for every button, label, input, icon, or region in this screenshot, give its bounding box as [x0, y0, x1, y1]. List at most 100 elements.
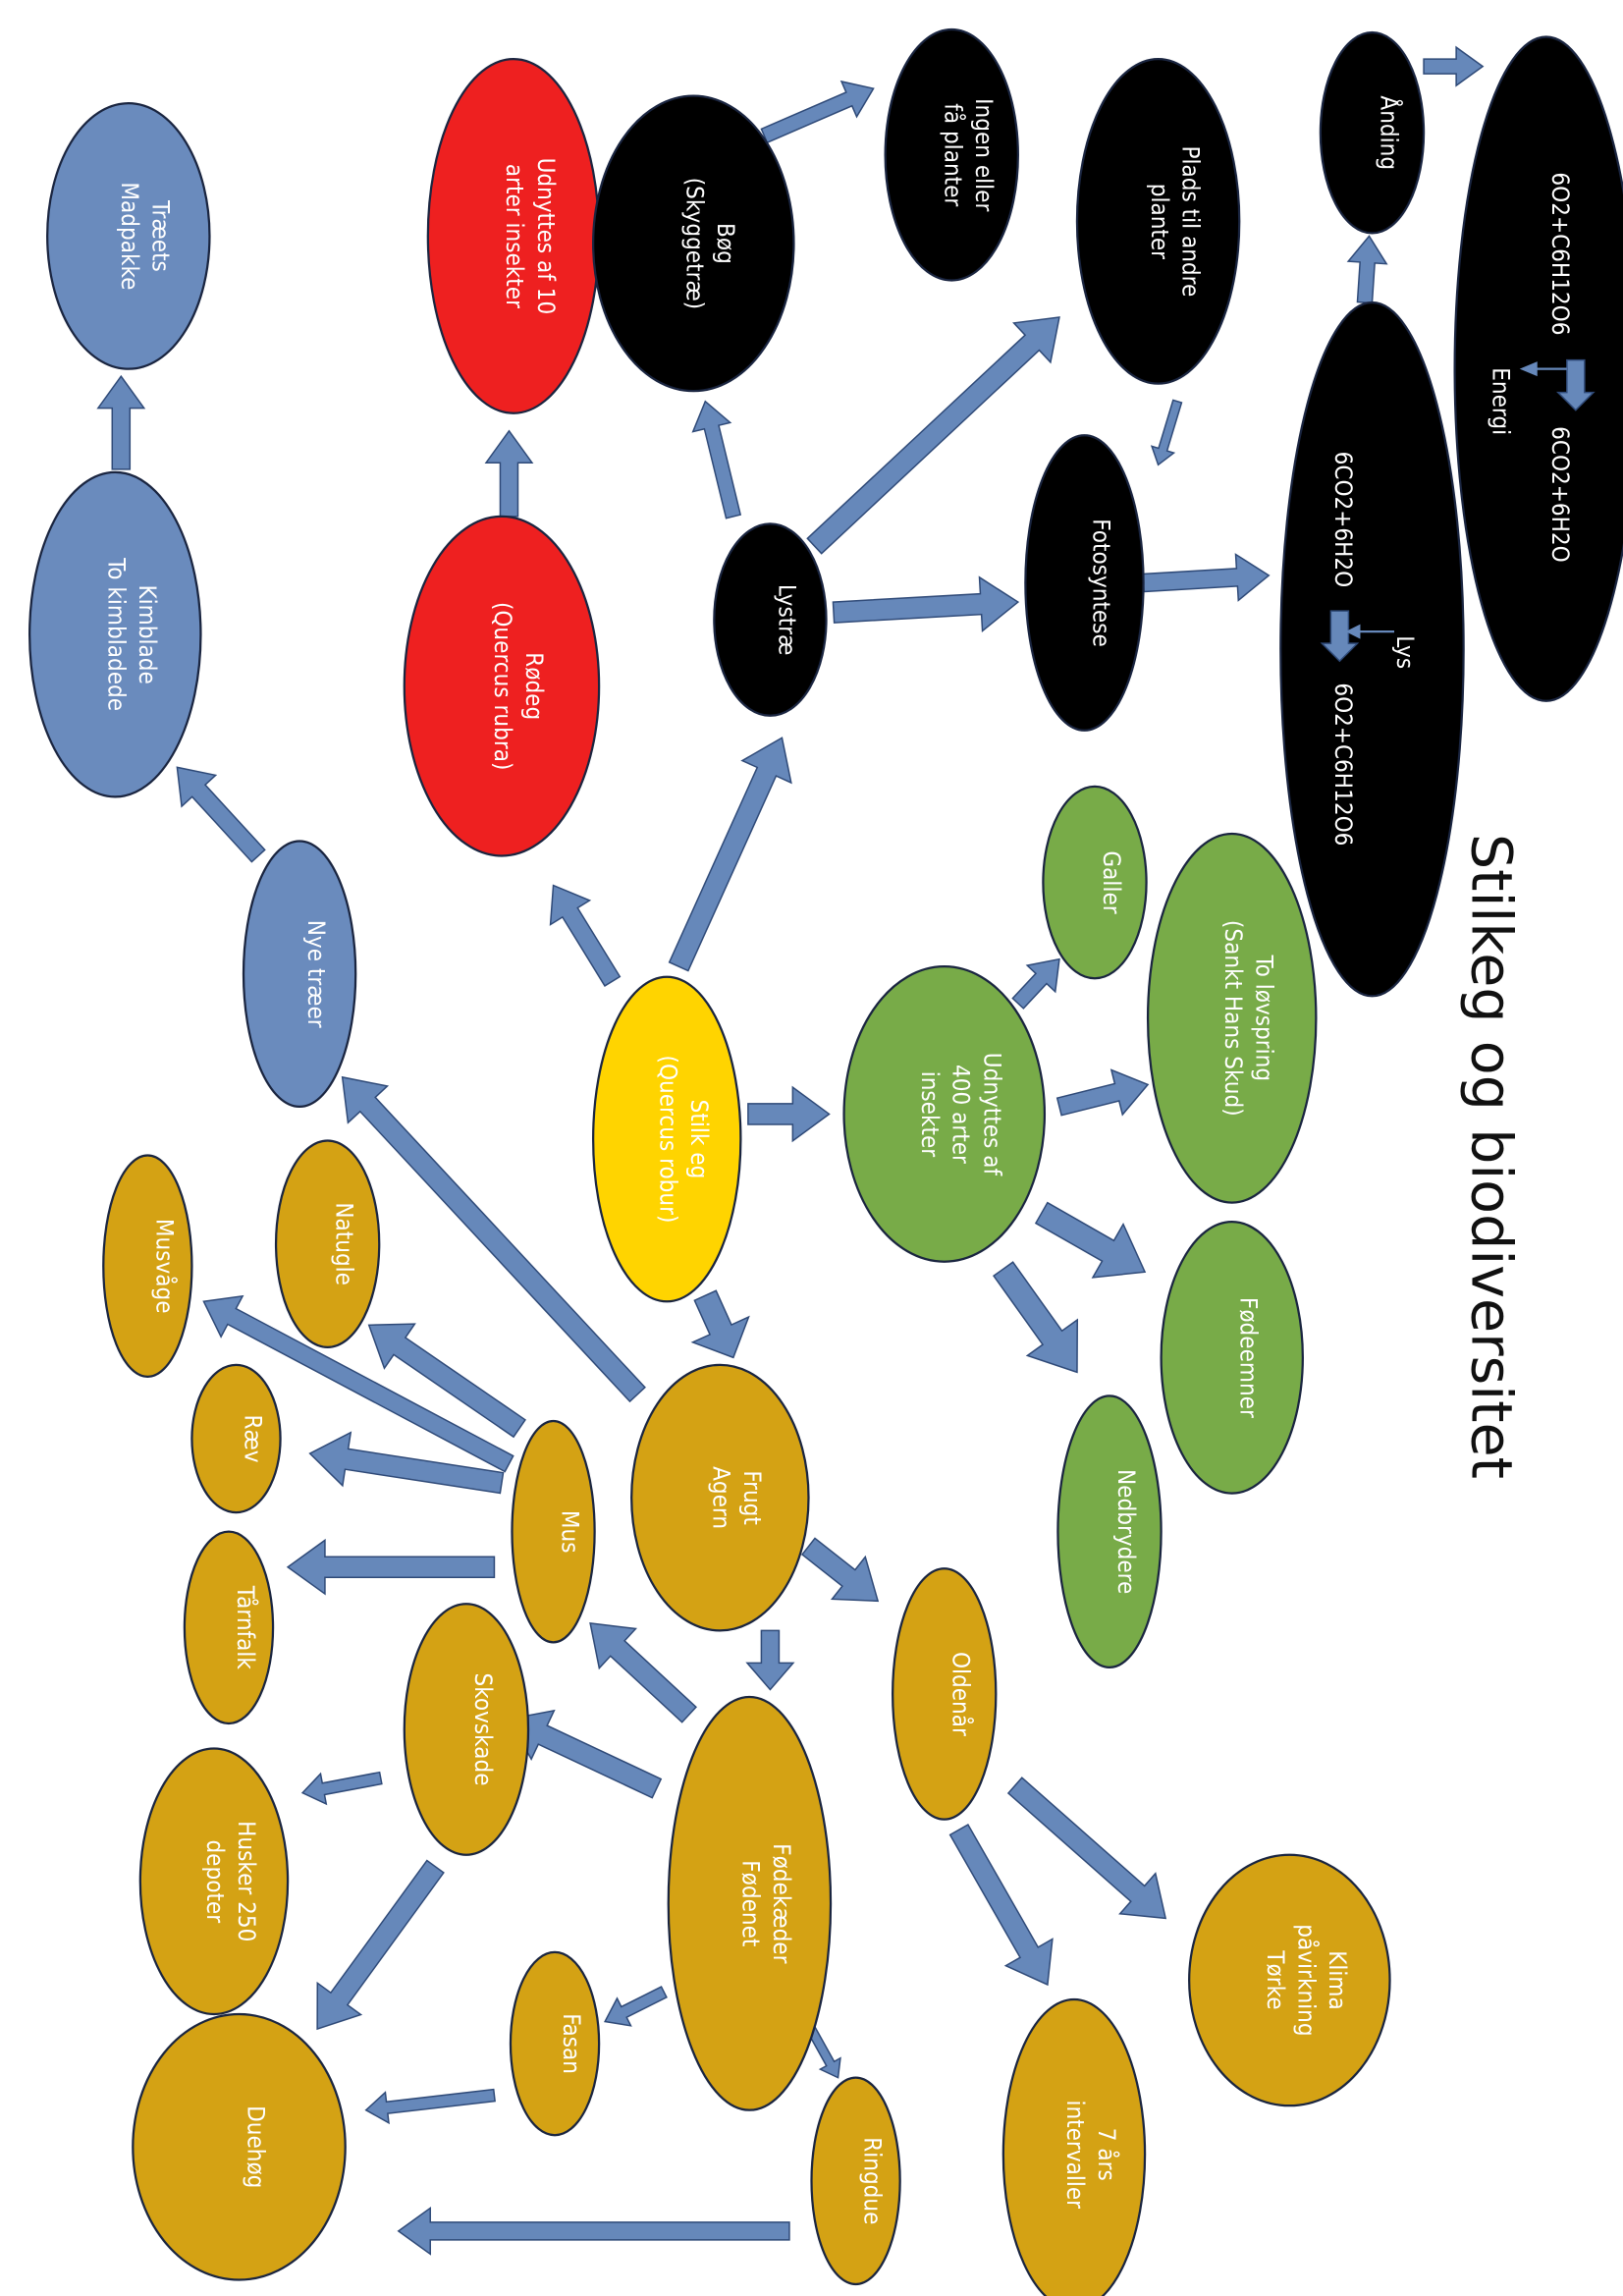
node-label: Ingen eller — [970, 98, 998, 211]
node-label: Træets — [147, 199, 175, 272]
node-label: planter — [1146, 184, 1173, 259]
node-label: Nye træer — [302, 920, 330, 1028]
node-shape — [46, 102, 211, 370]
node-label: 400 arter — [947, 1065, 975, 1164]
arrow-mus-to-musvaage — [202, 1294, 514, 1473]
arrow-lystrae-to-plads-planter — [806, 316, 1060, 555]
arrow-oldenaar-to-klima — [1006, 1777, 1167, 1920]
arrow-foedekaeder-to-mus — [589, 1621, 697, 1723]
energy-arrow-icon — [1519, 361, 1567, 377]
node-label: Stilk eg — [685, 1100, 713, 1179]
node-label: få planter — [939, 103, 967, 206]
node-roedeg: Rødeg(Quercus rubra) — [403, 515, 601, 857]
arrow-frugt-to-nye-traeer — [341, 1075, 646, 1403]
node-to-loevspring: To løvspring(Sankt Hans Skud) — [1146, 832, 1318, 1204]
node-label: Udnyttes af — [978, 1053, 1005, 1177]
node-label: Oldenår — [947, 1652, 976, 1736]
arrow-oldenaar-to-syv-aars — [948, 1823, 1054, 1987]
node-shape — [132, 2012, 347, 2281]
node-label: (Quercus robur) — [654, 1056, 681, 1224]
node-label: Rødeg — [520, 652, 548, 720]
node-boeg: Bøg(Skyggetræ) — [591, 94, 795, 393]
respiration-products: 6CO2+6H2O — [1546, 426, 1574, 563]
node-label: Udnyttes af 10 — [532, 158, 560, 315]
node-label: arter insekter — [501, 164, 528, 308]
node-label: Galler — [1098, 850, 1125, 913]
arrow-boeg-to-ingen-planter — [760, 80, 875, 144]
node-label: Madpakke — [116, 182, 143, 290]
node-taarnfalk: Tårnfalk — [183, 1530, 275, 1725]
node-label: To løvspring — [1251, 955, 1278, 1082]
arrow-udnyttes-400-to-foedeemner — [1034, 1201, 1147, 1279]
node-shape — [1188, 1853, 1391, 2107]
node-shape — [28, 470, 202, 798]
arrow-stilk-eg-to-roedeg — [549, 884, 622, 987]
node-stilk-eg: Stilk eg(Quercus robur) — [591, 975, 742, 1303]
node-shape — [630, 1363, 810, 1632]
node-shape — [274, 1139, 381, 1348]
node-fotosyntese: Fotosyntese — [1024, 434, 1145, 732]
node-label: Husker 250 — [233, 1821, 260, 1941]
node-raev: Ræv — [190, 1363, 282, 1514]
node-label: To kimbladede — [103, 557, 131, 711]
arrow-skovskade-to-husker — [300, 1771, 383, 1806]
respiration-energy-label: Energi — [1488, 367, 1515, 435]
node-label: Ånding — [1375, 95, 1403, 170]
node-shape — [842, 965, 1047, 1263]
arrow-aanding-to-respiration-equation — [1423, 45, 1485, 87]
respiration-reaction-arrow-icon — [1555, 358, 1596, 411]
node-label: 7 års — [1093, 2128, 1121, 2181]
node-foedeemner: Fødeemner — [1160, 1221, 1304, 1495]
arrow-fasan-to-duehoeg — [364, 2088, 496, 2125]
node-shape — [1024, 434, 1145, 732]
node-shape — [403, 515, 601, 857]
arrow-stilk-eg-to-frugt — [690, 1289, 750, 1359]
node-label: Mus — [557, 1510, 584, 1554]
node-label: Ringdue — [859, 2137, 887, 2224]
node-label: depoter — [201, 1839, 229, 1923]
node-label: (Sankt Hans Skud) — [1219, 920, 1247, 1117]
node-shape — [1001, 1997, 1147, 2296]
node-skovskade: Skovskade — [403, 1603, 530, 1856]
photosynthesis-reaction-arrow-icon — [1320, 610, 1360, 663]
arrow-photosynthesis-equation-to-aanding — [1346, 235, 1388, 304]
equations-layer: 6O2+C6H12O6 6CO2+6H2O Energi 6CO2+6H2O 6… — [1320, 172, 1596, 846]
node-nye-traeer: Nye træer — [242, 840, 357, 1109]
node-label: Tårnfalk — [232, 1585, 260, 1670]
arrow-frugt-to-foedekaeder — [745, 1629, 795, 1691]
node-label: Fødenet — [737, 1860, 765, 1946]
node-shape — [1042, 785, 1148, 980]
arrows-layer — [96, 45, 1485, 2256]
node-fasan: Fasan — [509, 1950, 601, 2137]
node-label: Bøg — [712, 223, 739, 264]
node-shape — [509, 1950, 601, 2137]
node-photosynthesis-equation — [1279, 301, 1465, 998]
node-label: Frugt — [738, 1470, 766, 1524]
node-label: Klima — [1324, 1950, 1351, 2010]
node-label: Agern — [708, 1466, 735, 1529]
arrow-lystrae-to-fotosyntese — [832, 575, 1020, 632]
node-label: Musvåge — [150, 1219, 179, 1314]
arrow-roedeg-to-udnyttes-10 — [484, 429, 534, 518]
node-shape — [892, 1567, 998, 1821]
node-natugle: Natugle — [274, 1139, 381, 1348]
arrow-plads-planter-to-fotosyntese — [1150, 399, 1183, 466]
node-label: Natugle — [331, 1202, 358, 1285]
node-shape — [1075, 57, 1241, 385]
node-shape — [591, 94, 795, 393]
arrow-lystrae-to-boeg — [691, 400, 742, 519]
node-ringdue: Ringdue — [810, 2076, 901, 2286]
node-label: Duehøg — [243, 2105, 270, 2188]
arrow-stilk-eg-to-lystrae — [668, 737, 792, 972]
node-shape — [1160, 1221, 1304, 1495]
node-shape — [183, 1530, 275, 1725]
node-label: Nedbrydere — [1112, 1469, 1140, 1594]
